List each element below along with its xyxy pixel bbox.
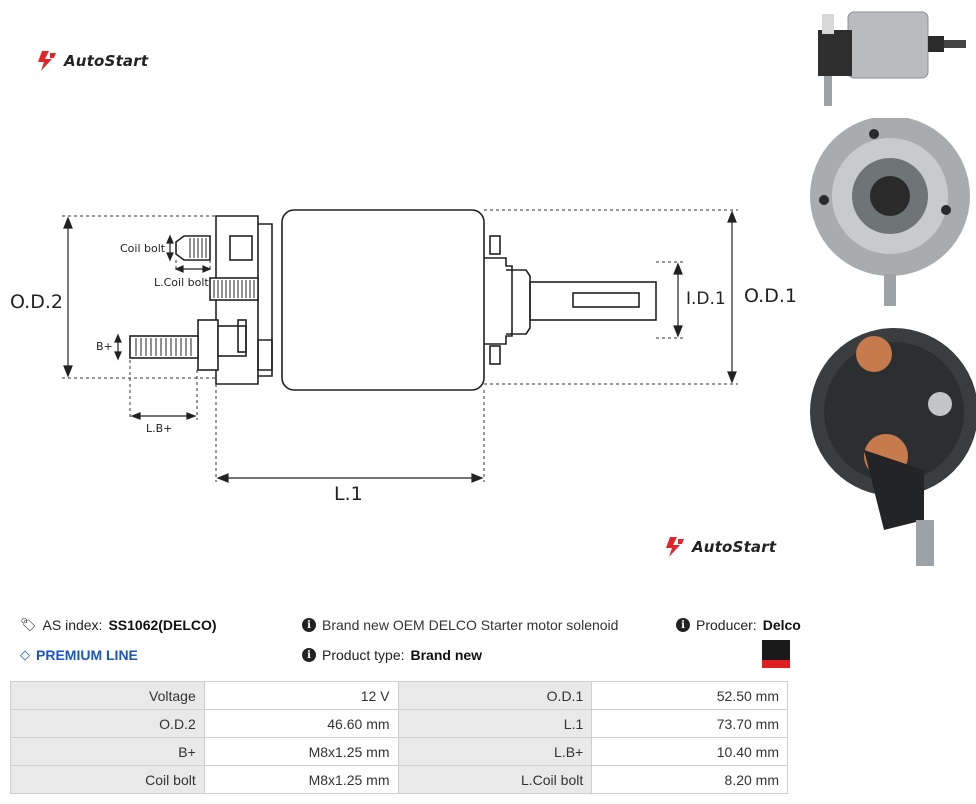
flag-top-band [762,640,790,660]
spec-value: 10.40 mm [591,737,788,766]
premium-line-badge: ◇ PREMIUM LINE [20,647,138,663]
autostart-logo-icon [38,51,56,71]
spec-value: M8x1.25 mm [203,737,399,766]
spec-key: L.B+ [397,737,593,766]
flag-bottom-band [762,660,790,668]
spec-key: O.D.1 [397,681,593,710]
spec-key: B+ [10,737,205,766]
product-description: i Brand new OEM DELCO Starter motor sole… [302,617,618,633]
specs-table: Voltage 12 V O.D.1 52.50 mm O.D.2 46.60 … [10,681,788,794]
info-circle-icon: i [302,618,316,632]
spec-value: 8.20 mm [591,765,788,794]
as-index-label: AS index: [42,617,103,633]
dim-label-l-coil-bolt: L.Coil bolt [154,276,209,289]
table-row: O.D.2 46.60 mm L.1 73.70 mm [10,709,788,738]
spec-value: 12 V [203,681,399,710]
tag-icon: 🏷 [20,617,37,633]
product-photo-terminals [810,328,976,566]
dim-label-coil-bolt: Coil bolt [120,242,166,255]
solenoid-technical-drawing: Coil bolt L.Coil bolt B+ L.B+ O.D.2 O.D.… [10,209,797,505]
dim-label-l1: L.1 [334,483,363,505]
product-type-value: Brand new [410,647,483,663]
spec-key: L.Coil bolt [397,765,593,794]
dim-label-id1: I.D.1 [686,289,726,309]
as-index-value: SS1062(DELCO) [108,617,217,633]
table-row: B+ M8x1.25 mm L.B+ 10.40 mm [10,737,788,766]
spec-key: Coil bolt [10,765,205,794]
autostart-logo: AutoStart [36,50,148,72]
country-flag [762,640,790,668]
spec-key: L.1 [397,709,593,738]
spec-key: Voltage [10,681,205,710]
table-row: Voltage 12 V O.D.1 52.50 mm [10,681,788,710]
producer: i Producer: Delco [676,617,801,633]
info-circle-icon: i [676,618,690,632]
premium-line-text: PREMIUM LINE [36,647,138,663]
dim-label-od2: O.D.2 [10,291,63,313]
dim-label-l-b-plus: L.B+ [146,422,172,435]
diamond-icon: ◇ [20,647,30,663]
dim-label-od1: O.D.1 [744,285,797,307]
spec-value: 46.60 mm [203,709,399,738]
product-photo-side [818,11,966,106]
producer-label: Producer: [696,617,757,633]
dim-label-b-plus: B+ [96,340,113,353]
autostart-logo-secondary: AutoStart [664,536,776,558]
spec-value: M8x1.25 mm [203,765,399,794]
product-type-label: Product type: [322,647,405,663]
product-type: i Product type: Brand new [302,647,482,663]
product-description-text: Brand new OEM DELCO Starter motor soleno… [322,617,619,633]
spec-value: 52.50 mm [591,681,788,710]
product-photos [804,0,976,580]
autostart-logo-text: AutoStart [64,52,149,70]
product-photo-rear [810,118,970,306]
producer-value: Delco [762,617,801,633]
autostart-logo-icon [666,537,684,557]
info-circle-icon: i [302,648,316,662]
table-row: Coil bolt M8x1.25 mm L.Coil bolt 8.20 mm [10,765,788,794]
spec-value: 73.70 mm [591,709,788,738]
autostart-logo-text: AutoStart [692,538,777,556]
as-index: 🏷 AS index: SS1062(DELCO) [20,617,217,633]
spec-key: O.D.2 [10,709,205,738]
